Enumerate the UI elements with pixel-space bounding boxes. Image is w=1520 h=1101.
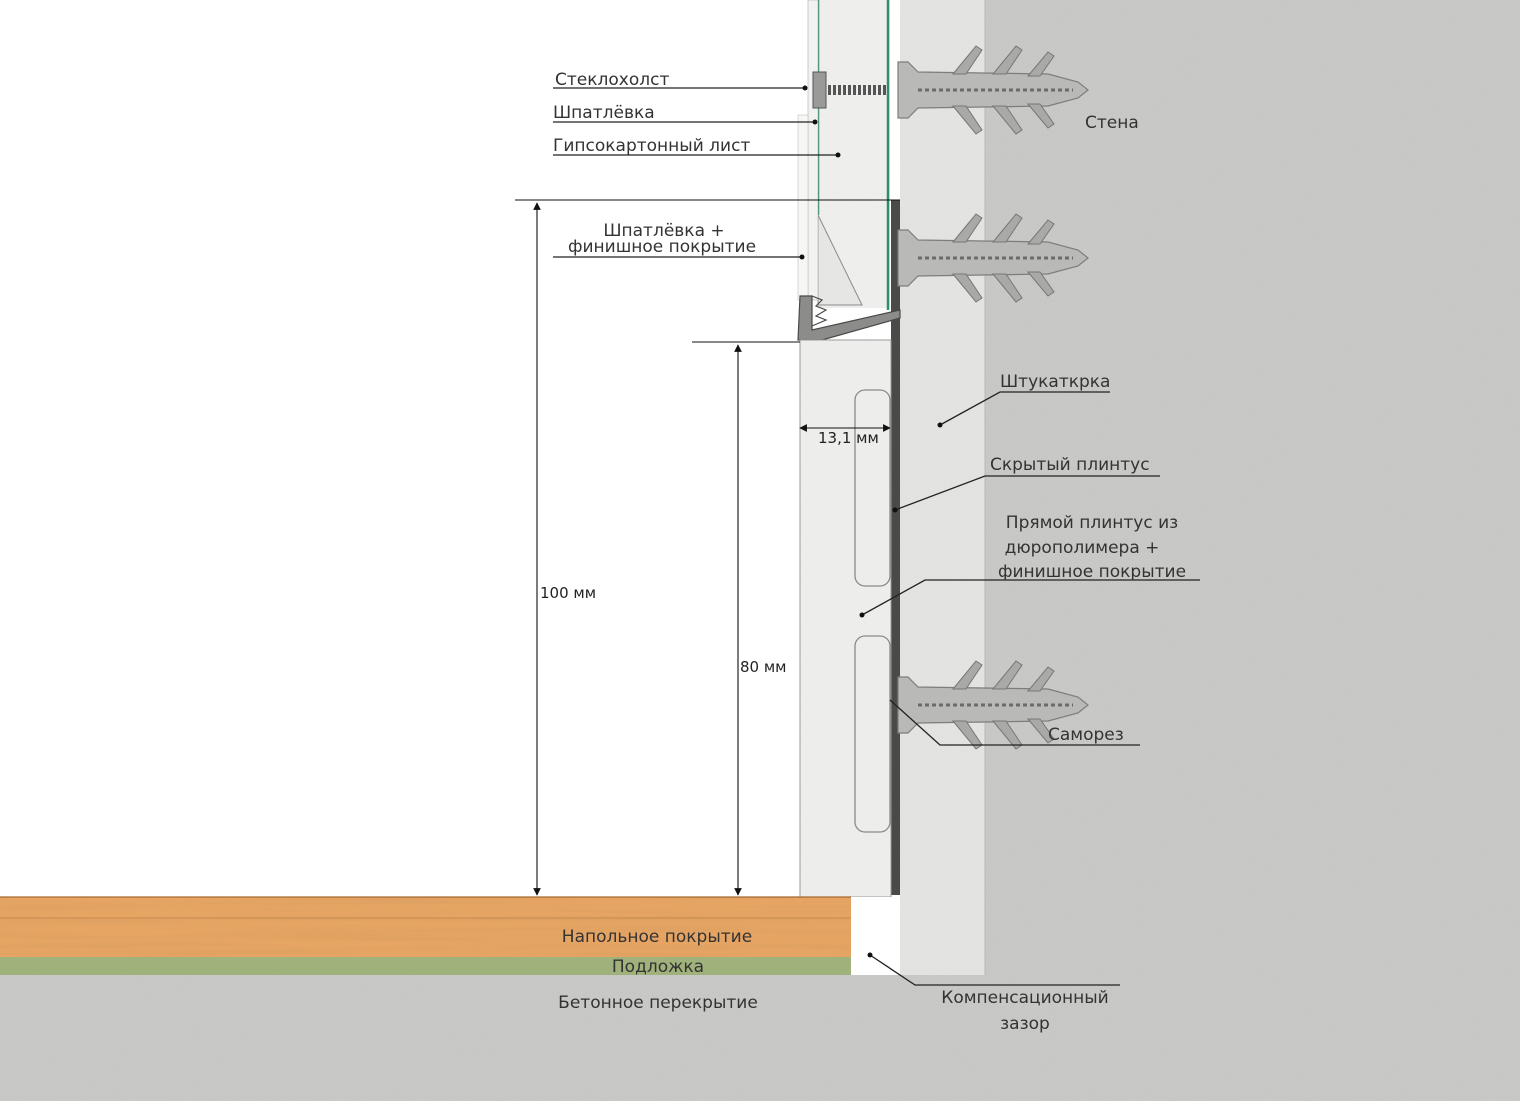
screw-dowel-top [812, 44, 1090, 136]
leader-lines [553, 87, 1200, 986]
dimension-label-100mm: 100 мм [540, 584, 596, 602]
label-kompensatsionnyi-line2: зазор [1000, 1014, 1050, 1034]
label-shpatlevka: Шпатлёвка [553, 103, 655, 123]
label-shpatlevka-finish-line1: Шпатлёвка + [603, 221, 724, 241]
label-steklokholst: Стеклохолст [555, 70, 669, 90]
label-shpatlevka-finish-line2: финишное покрытие [568, 237, 756, 257]
dimension-80mm [692, 341, 800, 896]
label-samorez: Саморез [1048, 725, 1124, 745]
floor-covering [0, 896, 851, 957]
dimension-label-13mm: 13,1 мм [818, 429, 879, 447]
label-gkl: Гипсокартонный лист [553, 136, 750, 156]
dimension-label-80mm: 80 мм [740, 658, 787, 676]
label-skrytyi-plintus: Скрытый плинтус [990, 455, 1150, 475]
drywall-sheet [816, 0, 890, 310]
label-napolnoe-pokrytie: Напольное покрытие [562, 927, 752, 947]
concrete-slab [0, 975, 1520, 1101]
dimension-100mm [515, 199, 900, 896]
plaster-layer [900, 0, 986, 975]
label-pryamoi-plintus-line1: Прямой плинтус из [1006, 513, 1178, 533]
label-betonnoe-perekrytie: Бетонное перекрытие [558, 993, 758, 1013]
leader-dots [799, 85, 943, 958]
label-pryamoi-plintus-line3: финишное покрытие [998, 562, 1186, 582]
label-pryamoi-plintus-line2: дюрополимера + [1005, 538, 1160, 558]
expansion-gap [851, 897, 900, 975]
concrete-wall [985, 0, 1520, 975]
label-shtukaturka: Штукаткрка [1000, 372, 1110, 392]
label-kompensatsionnyi-line1: Компенсационный [941, 988, 1108, 1008]
label-podlozhka: Подложка [612, 957, 704, 977]
duropolymer-plinth [799, 339, 892, 898]
underlay [0, 957, 851, 975]
label-stena: Стена [1085, 113, 1139, 133]
